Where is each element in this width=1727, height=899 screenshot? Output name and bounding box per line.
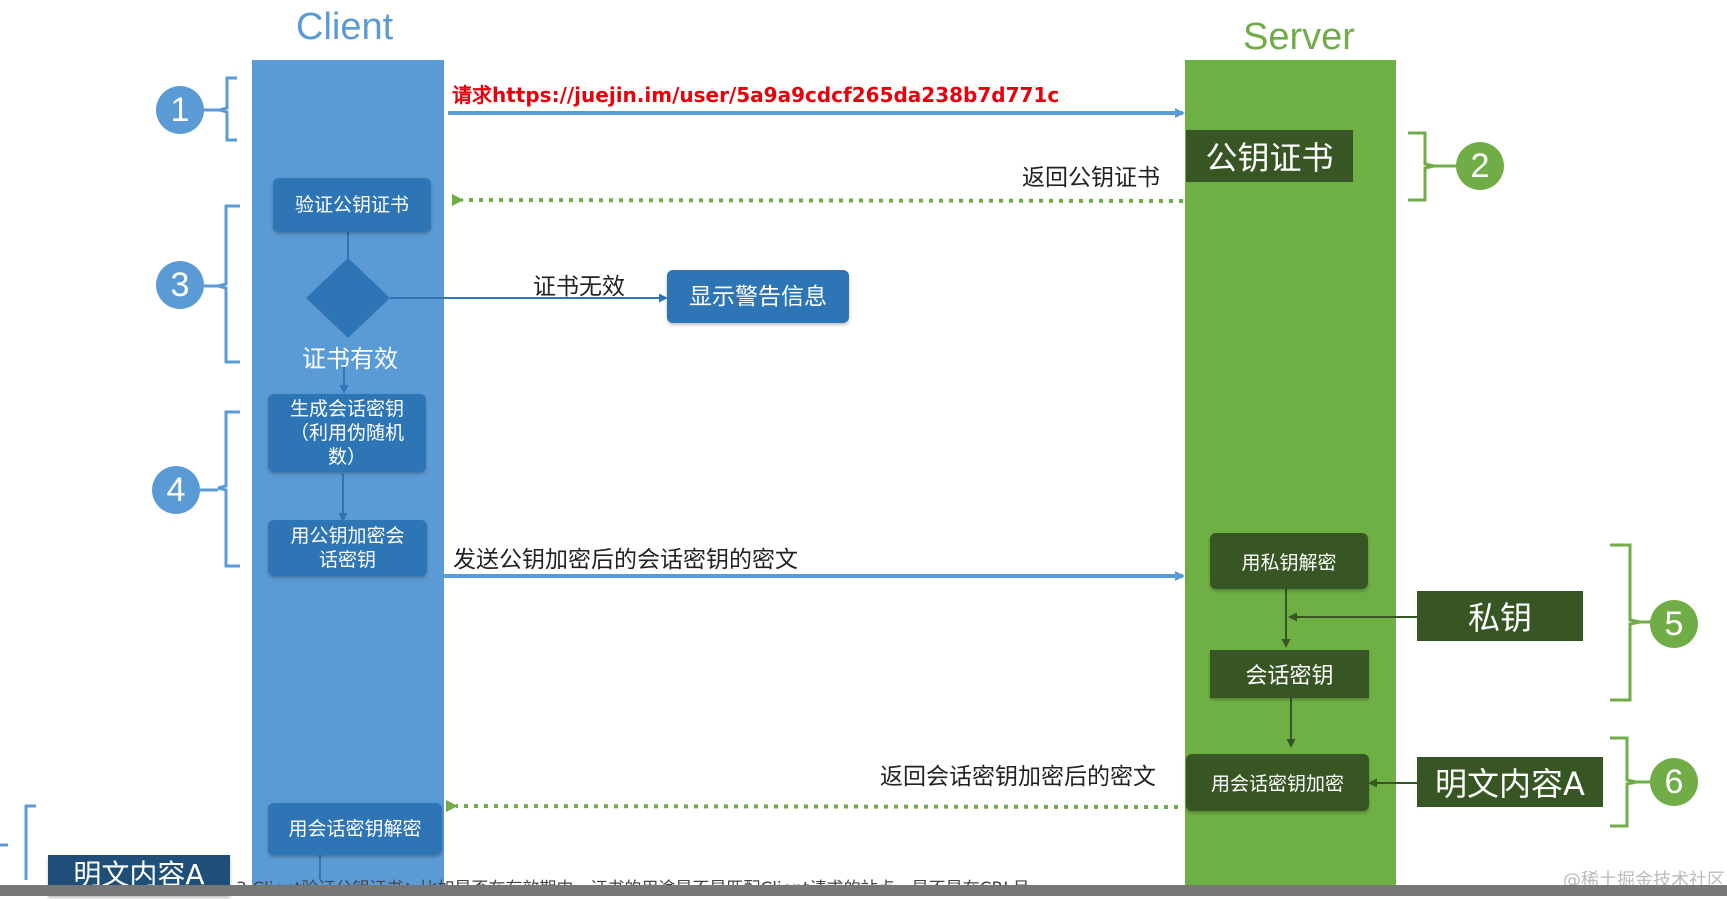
return-cert-arrow xyxy=(451,193,1184,206)
step-6-badge: 6 xyxy=(1650,758,1698,806)
brace-5 xyxy=(1610,543,1641,702)
encrypt-line1: 用公钥加密会 xyxy=(290,525,405,547)
encrypt-line2: 话密钥 xyxy=(318,549,376,571)
step-5-badge: 5 xyxy=(1650,600,1698,648)
private-key-box: 私钥 xyxy=(1417,591,1583,641)
step-1-badge: 1 xyxy=(156,86,204,134)
bottom-bar xyxy=(0,885,1727,896)
decrypt-session-box: 用会话密钥解密 xyxy=(268,803,442,855)
gen-session-key-line1: 生成会话密钥 xyxy=(289,398,404,420)
private-decrypt-box: 用私钥解密 xyxy=(1210,533,1368,589)
request-label: 请求https://juejin.im/user/5a9a9cdcf265da2… xyxy=(452,83,1060,107)
client-title: Client xyxy=(296,6,394,48)
cert-invalid-label: 证书无效 xyxy=(533,274,625,300)
public-cert-box: 公钥证书 xyxy=(1186,130,1353,182)
step-4-badge: 4 xyxy=(152,466,200,514)
cert-valid-label: 证书有效 xyxy=(302,345,398,373)
verify-cert-box: 验证公钥证书 xyxy=(273,178,431,232)
gen-session-key-line3: 数） xyxy=(327,446,366,468)
brace-1 xyxy=(214,76,237,142)
step-3-badge: 3 xyxy=(156,261,204,309)
return-content-arrow xyxy=(445,799,1179,812)
session-key-box: 会话密钥 xyxy=(1210,650,1369,698)
brace-2 xyxy=(1408,131,1435,202)
decision-diamond xyxy=(306,258,390,338)
session-encrypt-box: 用会话密钥加密 xyxy=(1186,754,1369,811)
gen-session-key-box: 生成会话密钥 （利用伪随机 数） xyxy=(268,394,426,472)
client-plaintext-box: 明文内容A xyxy=(48,855,230,896)
step-2-badge: 2 xyxy=(1456,142,1504,190)
brace-6 xyxy=(1610,736,1637,828)
brace-3 xyxy=(217,204,240,364)
server-title: Server xyxy=(1243,16,1355,58)
server-plaintext-box: 明文内容A xyxy=(1417,757,1603,807)
return-content-label-text: 返回会话密钥加密后的密文 xyxy=(880,764,1156,790)
warning-box: 显示警告信息 xyxy=(667,270,849,323)
brace-bottom xyxy=(24,804,36,880)
send-key-label: 发送公钥加密后的会话密钥的密文 xyxy=(453,547,798,573)
brace-4 xyxy=(217,410,240,568)
gen-session-key-line2: （利用伪随机 xyxy=(289,422,404,444)
encrypt-session-key-box: 用公钥加密会 话密钥 xyxy=(268,520,427,576)
return-cert-label: 返回公钥证书 xyxy=(1022,165,1160,191)
